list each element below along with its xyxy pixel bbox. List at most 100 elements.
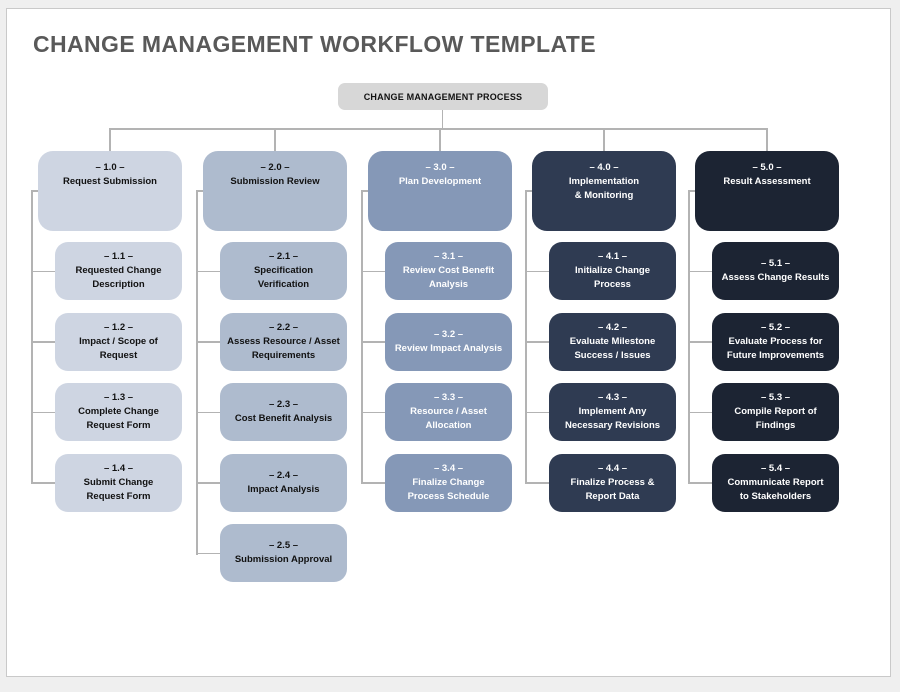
- node-number: – 4.2 –: [597, 321, 628, 333]
- node-label: Submit Change Request Form: [83, 476, 154, 502]
- connector-line: [361, 190, 363, 484]
- node-label: Assess Resource / Asset Requirements: [227, 335, 340, 361]
- task-node[interactable]: – 2.3 – Cost Benefit Analysis: [220, 383, 347, 441]
- node-label: Plan Development: [398, 176, 482, 187]
- node-label: Implementation & Monitoring: [568, 176, 640, 201]
- node-number: – 4.0 –: [589, 162, 619, 173]
- root-process-label: CHANGE MANAGEMENT PROCESS: [363, 91, 523, 102]
- connector-line: [274, 128, 276, 151]
- node-label: Result Assessment: [723, 176, 811, 187]
- connector-line: [441, 110, 443, 129]
- task-node[interactable]: – 3.2 –Review Impact Analysis: [385, 312, 512, 371]
- task-node[interactable]: – 4.1 – Initialize Change Process: [549, 242, 676, 300]
- task-node[interactable]: – 3.1 –Review Cost Benefit Analysis: [385, 242, 512, 300]
- node-label: Initialize Change Process: [575, 265, 650, 290]
- task-node[interactable]: – 5.1 – Assess Change Results: [712, 242, 839, 300]
- connector-line: [688, 411, 712, 413]
- node-number: – 5.2 –: [760, 321, 791, 333]
- connector-line: [361, 482, 385, 484]
- connector-line: [361, 270, 385, 272]
- node-number: – 3.4 –: [433, 462, 464, 474]
- node-label: Cost Benefit Analysis: [234, 413, 333, 424]
- stage-node[interactable]: – 1.0 – Request Submission: [38, 151, 182, 231]
- node-number: – 2.5 –: [268, 540, 299, 551]
- node-number: – 1.1 –: [103, 251, 134, 262]
- root-process-node[interactable]: CHANGE MANAGEMENT PROCESS: [338, 83, 548, 110]
- connector-line: [31, 190, 38, 192]
- node-label: Resource / Asset Allocation: [410, 406, 487, 431]
- connector-line: [525, 411, 549, 413]
- task-node[interactable]: – 2.2 –Assess Resource / Asset Requireme…: [220, 312, 347, 371]
- task-node[interactable]: – 2.5 – Submission Approval: [220, 524, 347, 582]
- connector-line: [31, 270, 55, 272]
- node-label: Specification Verification: [253, 265, 314, 290]
- node-label: Submission Approval: [234, 554, 333, 565]
- node-label: Review Impact Analysis: [394, 342, 503, 354]
- node-label: Communicate Report to Stakeholders: [727, 476, 824, 502]
- stage-node[interactable]: – 5.0 – Result Assessment: [695, 151, 839, 231]
- node-number: – 4.4 –: [597, 462, 628, 474]
- task-node[interactable]: – 1.1 –Requested Change Description: [55, 242, 182, 300]
- task-node[interactable]: – 4.2 – Evaluate Milestone Success / Issu…: [549, 312, 676, 371]
- task-node[interactable]: – 1.4 – Submit Change Request Form: [55, 453, 182, 512]
- connector-line: [31, 190, 33, 484]
- connector-line: [196, 190, 203, 192]
- node-number: – 2.4 –: [268, 469, 299, 481]
- node-label: Assess Change Results: [721, 272, 830, 283]
- task-node[interactable]: – 5.3 – Compile Report of Findings: [712, 383, 839, 441]
- task-node[interactable]: – 1.3 – Complete Change Request Form: [55, 383, 182, 441]
- stage-node[interactable]: – 4.0 – Implementation & Monitoring: [532, 151, 676, 231]
- connector-line: [196, 270, 220, 272]
- node-label: Request Submission: [63, 176, 157, 187]
- page-title: CHANGE MANAGEMENT WORKFLOW TEMPLATE: [33, 31, 596, 57]
- connector-line: [110, 128, 768, 130]
- node-number: – 5.4 –: [760, 462, 791, 474]
- connector-line: [361, 190, 368, 192]
- node-label: Finalize Process & Report Data: [570, 476, 655, 502]
- node-label: Compile Report of Findings: [734, 406, 817, 431]
- task-node[interactable]: – 4.4 – Finalize Process & Report Data: [549, 453, 676, 512]
- node-number: – 4.1 –: [597, 251, 628, 262]
- node-number: – 4.3 –: [597, 392, 628, 403]
- node-number: – 1.2 –: [103, 321, 134, 333]
- stage-node[interactable]: – 2.0 – Submission Review: [203, 151, 347, 231]
- connector-line: [603, 128, 605, 151]
- connector-line: [361, 411, 385, 413]
- task-node[interactable]: – 4.3 – Implement Any Necessary Revisions: [549, 383, 676, 441]
- task-node[interactable]: – 3.4 – Finalize Change Process Schedule: [385, 453, 512, 512]
- node-number: – 1.3 –: [103, 392, 134, 403]
- node-number: – 1.0 –: [95, 162, 125, 173]
- node-label: Impact / Scope of Request: [79, 335, 158, 361]
- connector-line: [525, 270, 549, 272]
- task-node[interactable]: – 2.1 –Specification Verification: [220, 242, 347, 300]
- node-number: – 3.1 –: [433, 251, 464, 262]
- connector-line: [688, 270, 712, 272]
- node-number: – 5.3 –: [760, 392, 791, 403]
- task-node[interactable]: – 2.4 –Impact Analysis: [220, 453, 347, 512]
- node-number: – 2.0 –: [260, 162, 290, 173]
- task-node[interactable]: – 5.2 – Evaluate Process for Future Impro…: [712, 312, 839, 371]
- node-number: – 1.4 –: [103, 462, 134, 474]
- stage-node[interactable]: – 3.0 – Plan Development: [368, 151, 512, 231]
- node-number: – 5.1 –: [760, 258, 791, 269]
- connector-line: [196, 552, 220, 554]
- node-label: Finalize Change Process Schedule: [407, 476, 490, 502]
- connector-line: [109, 128, 111, 151]
- connector-line: [766, 128, 768, 151]
- node-label: Submission Review: [230, 176, 320, 187]
- node-number: – 2.3 –: [268, 399, 299, 410]
- task-node[interactable]: – 5.4 – Communicate Report to Stakeholder…: [712, 453, 839, 512]
- node-label: Implement Any Necessary Revisions: [564, 406, 661, 431]
- node-label: Evaluate Process for Future Improvements: [726, 335, 825, 361]
- node-label: Evaluate Milestone Success / Issues: [569, 335, 656, 361]
- node-number: – 3.0 –: [425, 162, 455, 173]
- connector-line: [688, 341, 712, 343]
- connector-line: [525, 190, 532, 192]
- connector-line: [525, 190, 527, 484]
- node-label: Complete Change Request Form: [78, 406, 159, 431]
- task-node[interactable]: – 1.2 – Impact / Scope of Request: [55, 312, 182, 371]
- connector-line: [688, 482, 712, 484]
- task-node[interactable]: – 3.3 –Resource / Asset Allocation: [385, 383, 512, 441]
- node-number: – 5.0 –: [752, 162, 782, 173]
